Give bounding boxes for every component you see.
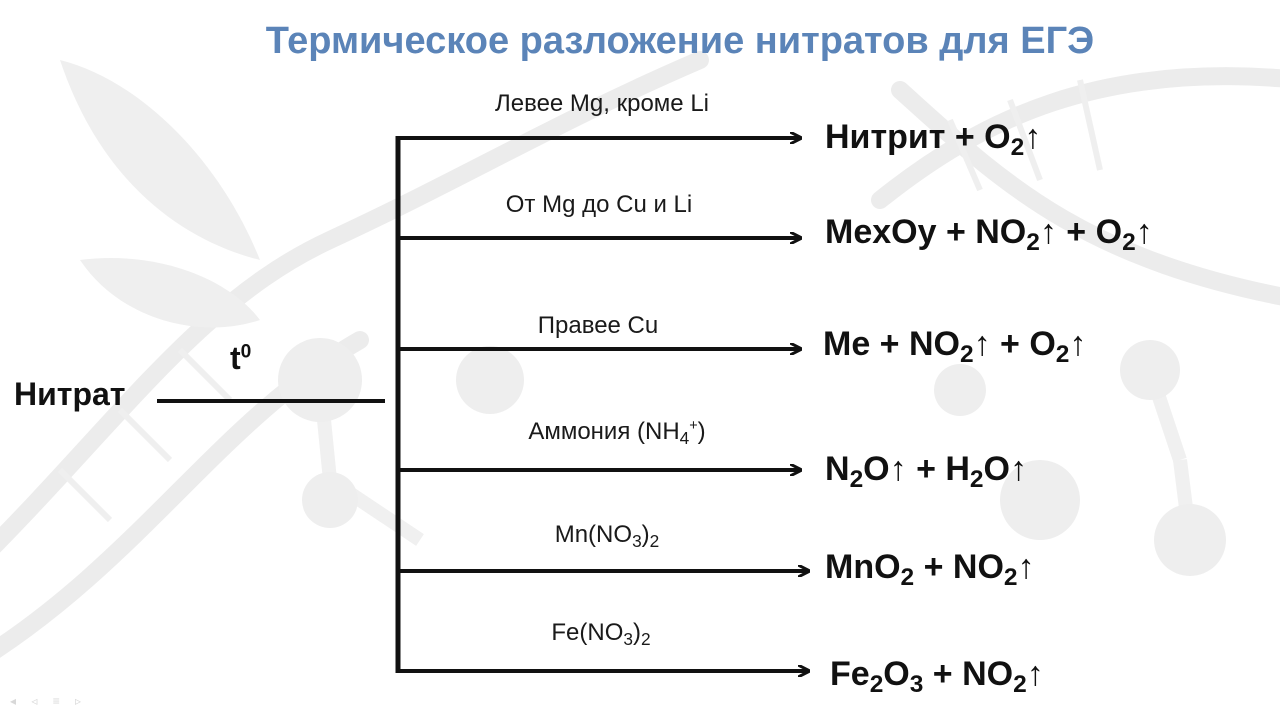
temperature-label: t0 bbox=[230, 340, 252, 376]
condition-segment: 2 bbox=[649, 530, 660, 551]
product-segment: 2 bbox=[869, 670, 884, 698]
product-segment: 2 bbox=[1010, 133, 1025, 161]
condition-segment: ) bbox=[633, 619, 641, 646]
condition-label: Аммония (NH4+) bbox=[528, 418, 705, 446]
product-segment: N bbox=[825, 450, 850, 488]
start-label: Нитрат bbox=[14, 376, 126, 412]
product-segment: ↑ bbox=[1017, 548, 1035, 586]
product-segment: 2 bbox=[1013, 670, 1027, 698]
product-formula: MnO2 + NO2↑ bbox=[825, 548, 1035, 590]
condition-segment: Левее Mg, кроме Li bbox=[494, 90, 710, 117]
condition-segment: От Mg до Cu и Li bbox=[505, 191, 693, 218]
product-segment: 2 bbox=[1003, 563, 1018, 591]
product-segment: 2 bbox=[1122, 228, 1136, 256]
slide-nav-icon[interactable]: ◂ ◃ ≡ ▹ bbox=[10, 694, 88, 708]
condition-label: Fe(NO3)2 bbox=[551, 619, 650, 647]
product-segment: Me + NO bbox=[823, 325, 960, 363]
product-segment: + NO bbox=[923, 655, 1014, 693]
product-formula: Me + NO2↑ + O2↑ bbox=[823, 325, 1087, 367]
condition-segment: ) bbox=[697, 418, 706, 445]
condition-segment: + bbox=[689, 418, 698, 434]
product-segment: ↑ bbox=[1135, 213, 1153, 251]
condition-label: Правее Cu bbox=[538, 312, 658, 340]
product-segment: ↑ bbox=[1024, 118, 1042, 156]
product-formula: MexOy + NO2↑ + O2↑ bbox=[825, 213, 1153, 255]
product-formula: Нитрит + O2↑ bbox=[825, 118, 1042, 160]
product-segment: 2 bbox=[959, 340, 974, 368]
condition-segment: Аммония (NH bbox=[528, 418, 680, 445]
product-segment: O↑ + H bbox=[863, 450, 970, 488]
product-segment: O bbox=[883, 655, 910, 693]
product-segment: MnO bbox=[825, 548, 901, 586]
product-segment: ↑ bbox=[1069, 325, 1087, 363]
condition-segment: Правее Cu bbox=[537, 312, 659, 339]
condition-label: От Mg до Cu и Li bbox=[506, 191, 692, 219]
product-segment: 2 bbox=[1026, 228, 1040, 256]
product-segment: ↑ + O bbox=[1039, 213, 1123, 251]
condition-label: Mn(NO3)2 bbox=[555, 521, 660, 549]
product-segment: + NO bbox=[914, 548, 1004, 586]
condition-segment: 4 bbox=[679, 427, 690, 448]
page-title: Термическое разложение нитратов для ЕГЭ bbox=[265, 20, 1095, 62]
product-formula: Fe2O3 + NO2↑ bbox=[830, 655, 1044, 697]
condition-segment: 3 bbox=[632, 530, 642, 551]
product-segment: MexOy + NO bbox=[825, 213, 1027, 251]
product-segment: Нитрит + O bbox=[825, 118, 1011, 156]
product-segment: 2 bbox=[900, 563, 915, 591]
product-segment: O↑ bbox=[983, 450, 1027, 488]
product-segment: 3 bbox=[909, 670, 924, 698]
product-segment: Fe bbox=[830, 655, 870, 693]
product-segment: 2 bbox=[1055, 340, 1070, 368]
condition-segment: Mn(NO bbox=[554, 521, 633, 548]
condition-label: Левее Mg, кроме Li bbox=[495, 90, 709, 118]
product-segment: 2 bbox=[849, 465, 864, 493]
condition-segment: 3 bbox=[623, 628, 633, 649]
condition-segment: 2 bbox=[641, 628, 651, 649]
product-formula: N2O↑ + H2O↑ bbox=[825, 450, 1027, 492]
product-segment: 2 bbox=[969, 465, 984, 493]
product-segment: ↑ bbox=[1026, 655, 1044, 693]
product-segment: ↑ + O bbox=[973, 325, 1056, 363]
condition-segment: Fe(NO bbox=[551, 619, 624, 646]
butterfly-watermark-icon bbox=[60, 60, 260, 328]
condition-segment: ) bbox=[641, 521, 650, 548]
